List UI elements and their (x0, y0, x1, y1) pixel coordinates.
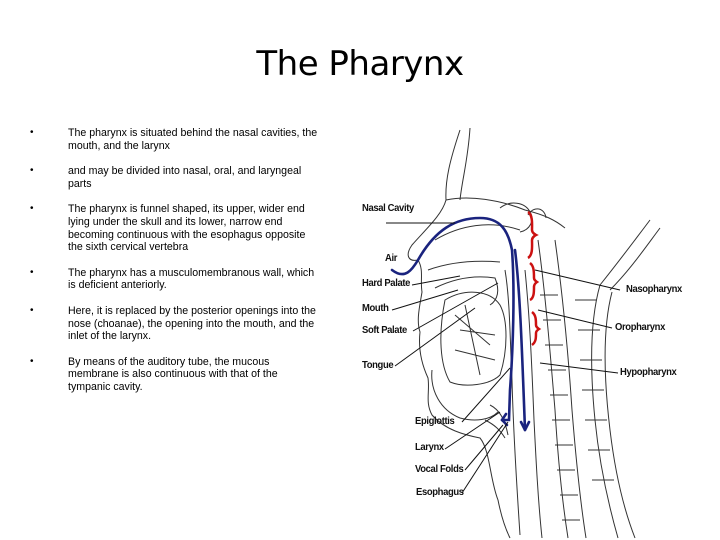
bullet-text: The pharynx is situated behind the nasal… (68, 127, 318, 152)
head-neck-outline (407, 127, 661, 539)
bullet-item: • Here, it is replaced by the posterior … (30, 305, 320, 343)
bullet-text: Here, it is replaced by the posterior op… (68, 304, 316, 343)
label-air: Air (385, 252, 398, 264)
bullet-icon: • (30, 203, 34, 215)
bullet-icon: • (30, 355, 34, 367)
bullet-icon: • (30, 304, 34, 316)
bullet-item: • By means of the auditory tube, the muc… (30, 356, 320, 394)
bullet-text: By means of the auditory tube, the mucou… (68, 355, 278, 393)
pharynx-region-brackets (527, 210, 542, 346)
leader-lines (386, 222, 621, 494)
label-tongue: Tongue (362, 359, 394, 371)
label-soft-palate: Soft Palate (362, 324, 407, 336)
anatomy-illustration (386, 127, 661, 539)
bullet-icon: • (30, 127, 34, 138)
airflow-arrow (390, 216, 531, 432)
label-hypopharynx: Hypopharynx (620, 366, 677, 378)
hypopharynx-bracket (531, 311, 542, 346)
label-esophagus: Esophagus (416, 486, 464, 498)
label-epiglottis: Epiglottis (415, 415, 455, 427)
label-nasal-cavity: Nasal Cavity (362, 202, 414, 214)
bullet-item: • and may be divided into nasal, oral, a… (30, 165, 320, 190)
bullet-text: and may be divided into nasal, oral, and… (68, 165, 302, 190)
bullet-list: • The pharynx is situated behind the nas… (30, 127, 320, 407)
oropharynx-bracket (529, 262, 540, 302)
bullet-text: The pharynx has a musculomembranous wall… (68, 266, 315, 292)
label-hard-palate: Hard Palate (362, 277, 411, 289)
label-nasopharynx: Nasopharynx (626, 283, 682, 295)
bullet-item: • The pharynx is funnel shaped, its uppe… (30, 203, 320, 253)
nasopharynx-bracket (527, 210, 539, 260)
label-mouth: Mouth (362, 302, 389, 314)
label-vocal-folds: Vocal Folds (415, 463, 464, 475)
slide-title: The Pharynx (256, 44, 464, 84)
bullet-text: The pharynx is funnel shaped, its upper,… (68, 203, 306, 254)
bullet-icon: • (30, 165, 34, 177)
bullet-item: • The pharynx has a musculomembranous wa… (30, 267, 320, 292)
label-oropharynx: Oropharynx (615, 321, 665, 333)
label-larynx: Larynx (415, 441, 444, 453)
bullet-item: • The pharynx is situated behind the nas… (30, 127, 320, 152)
pharynx-anatomy-diagram: Nasal Cavity Air Hard Palate Mouth Soft … (350, 120, 720, 540)
bullet-icon: • (30, 266, 34, 278)
